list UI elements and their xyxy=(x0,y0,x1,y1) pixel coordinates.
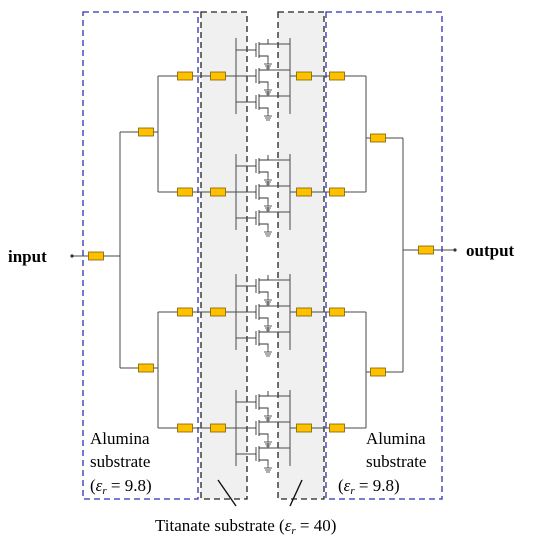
input-resistor xyxy=(88,251,104,261)
input-label: input xyxy=(8,247,47,266)
drain-lead-1-1 xyxy=(259,39,269,45)
left-substrate-permittivity: (εr = 9.8) xyxy=(90,476,152,497)
source-lead-3-2 xyxy=(259,317,269,323)
left-substrate-name: Alumina xyxy=(90,429,150,448)
source-lead-4-2 xyxy=(259,433,269,439)
left-substrate-word: substrate xyxy=(90,452,150,471)
source-lead-3-3 xyxy=(259,343,269,349)
right-row-resistor-b-4 xyxy=(329,423,345,433)
source-lead-3-1 xyxy=(259,291,269,297)
left-row-resistor-a-4 xyxy=(177,423,193,433)
left-lower-branch-resistor xyxy=(138,363,154,373)
right-substrate-permittivity: (εr = 9.8) xyxy=(338,476,400,497)
right-row-resistor-b-2 xyxy=(329,187,345,197)
output-resistor xyxy=(418,245,434,255)
drain-lead-4-1 xyxy=(259,391,269,397)
drain-lead-3-2 xyxy=(259,301,269,307)
titanate-pointer-left xyxy=(217,479,237,507)
input-terminal-dot xyxy=(70,254,74,258)
left-titanate-region xyxy=(200,11,248,500)
right-row-resistor-a-2 xyxy=(296,187,312,197)
output-label: output xyxy=(466,241,515,260)
source-lead-1-1 xyxy=(259,55,269,61)
left-row-resistor-b-3 xyxy=(210,307,226,317)
right-row-resistor-a-1 xyxy=(296,71,312,81)
circuit-wiring xyxy=(72,38,455,466)
right-titanate-region xyxy=(277,11,325,500)
right-substrate-name: Alumina xyxy=(366,429,426,448)
source-lead-2-1 xyxy=(259,171,269,177)
left-row-resistor-a-1 xyxy=(177,71,193,81)
drain-lead-4-3 xyxy=(259,443,269,449)
right-lower-branch-resistor xyxy=(370,367,386,377)
right-substrate-word: substrate xyxy=(366,452,426,471)
titanate-pointer-right xyxy=(289,479,303,507)
left-row-resistor-b-4 xyxy=(210,423,226,433)
right-upper-branch-resistor xyxy=(370,133,386,143)
drain-lead-3-3 xyxy=(259,327,269,333)
source-lead-4-3 xyxy=(259,459,269,465)
left-row-resistor-a-3 xyxy=(177,307,193,317)
transistor-stack xyxy=(250,39,272,473)
resistor-elements xyxy=(88,71,434,433)
drain-lead-3-1 xyxy=(259,275,269,281)
right-row-resistor-b-1 xyxy=(329,71,345,81)
source-lead-2-2 xyxy=(259,197,269,203)
source-lead-2-3 xyxy=(259,223,269,229)
drain-lead-4-2 xyxy=(259,417,269,423)
left-row-resistor-b-2 xyxy=(210,187,226,197)
output-terminal-dot xyxy=(453,248,457,252)
drain-lead-1-3 xyxy=(259,91,269,97)
titanate-substrate-label: Titanate substrate (εr = 40) xyxy=(155,516,336,537)
drain-lead-1-2 xyxy=(259,65,269,71)
right-row-resistor-a-3 xyxy=(296,307,312,317)
left-row-resistor-b-1 xyxy=(210,71,226,81)
right-row-resistor-a-4 xyxy=(296,423,312,433)
source-lead-1-2 xyxy=(259,81,269,87)
left-row-resistor-a-2 xyxy=(177,187,193,197)
drain-lead-2-2 xyxy=(259,181,269,187)
source-lead-1-3 xyxy=(259,107,269,113)
right-alumina-region xyxy=(325,11,443,500)
left-upper-branch-resistor xyxy=(138,127,154,137)
drain-lead-2-1 xyxy=(259,155,269,161)
right-row-resistor-b-3 xyxy=(329,307,345,317)
source-lead-4-1 xyxy=(259,407,269,413)
drain-lead-2-3 xyxy=(259,207,269,213)
